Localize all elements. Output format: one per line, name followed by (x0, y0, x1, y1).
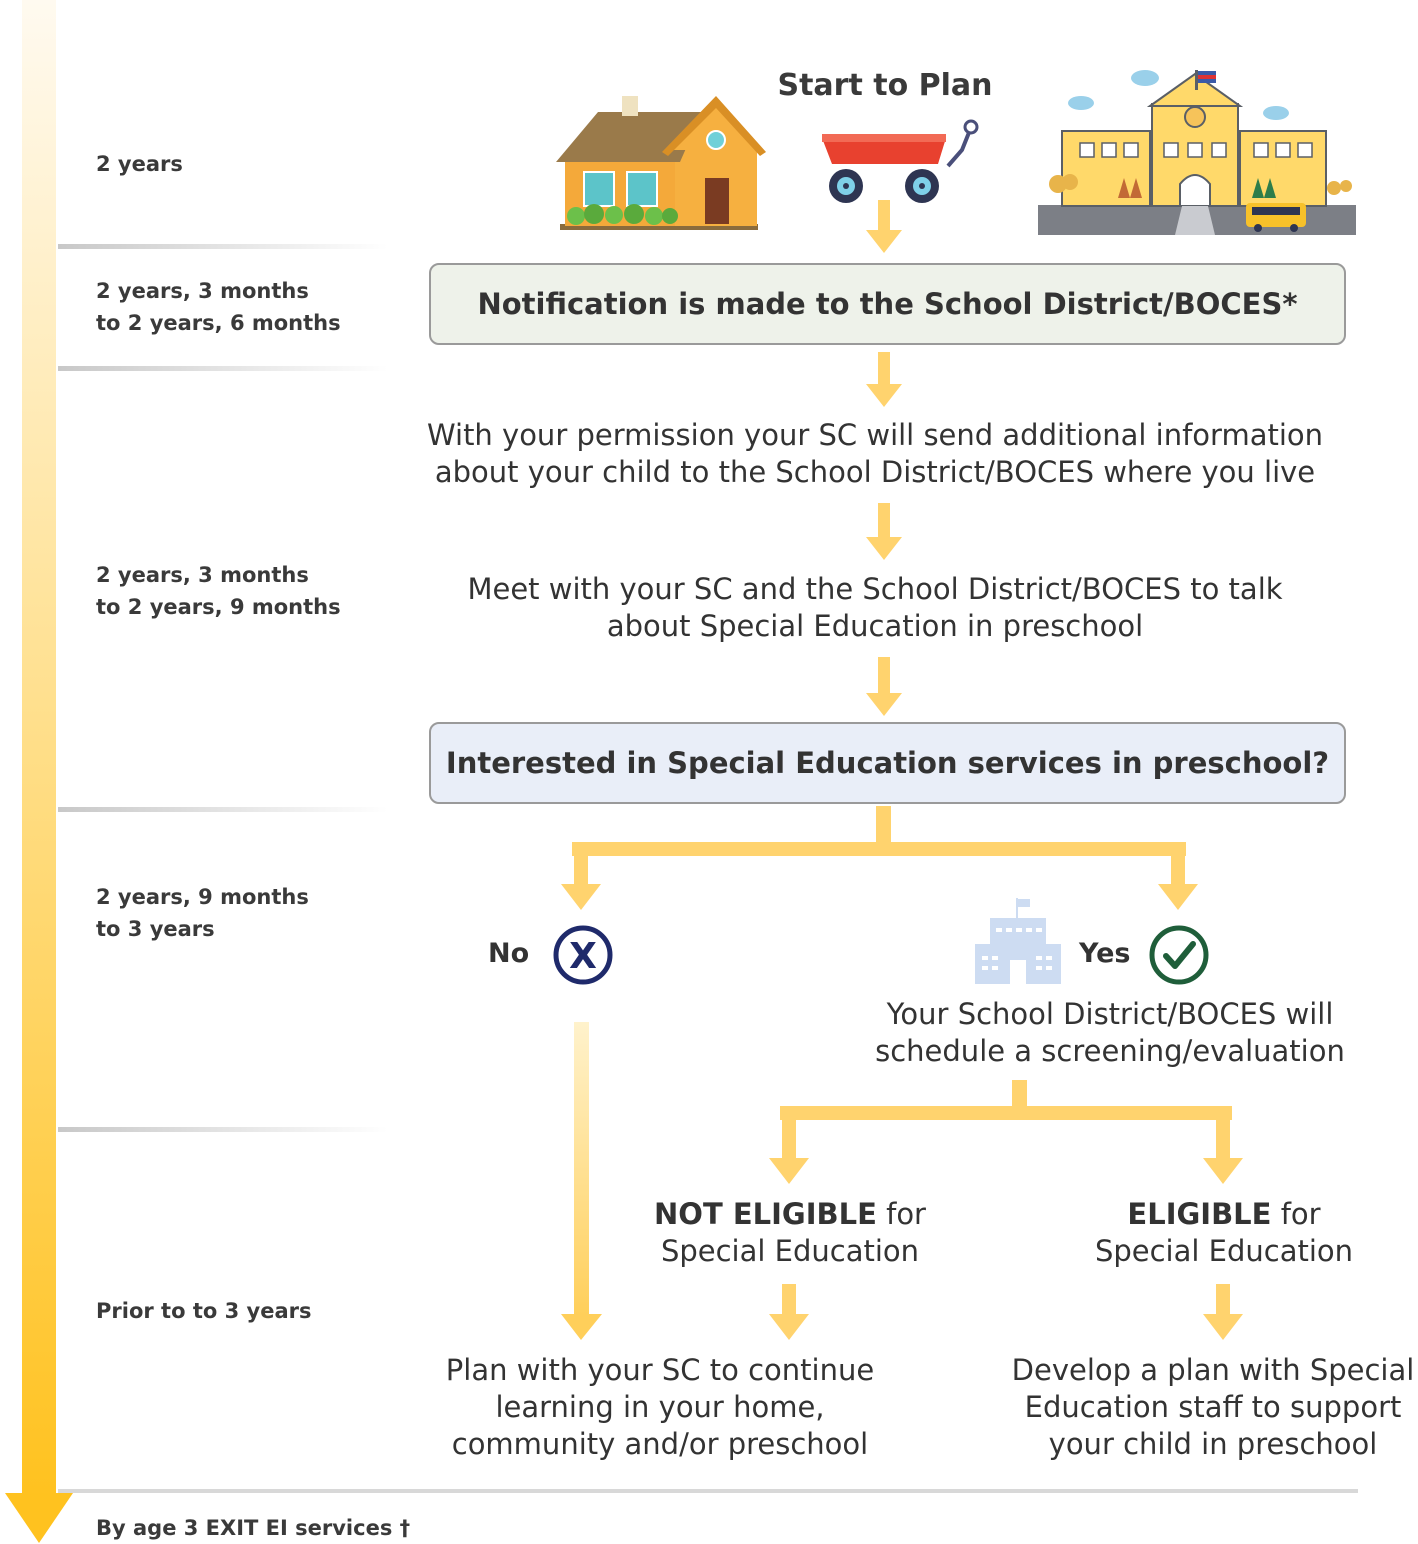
timeline-label-2-years: 2 years (96, 148, 183, 180)
continue-learning-line: learning in your home, (495, 1390, 825, 1424)
svg-text:X: X (569, 936, 597, 977)
not-eligible-bold: NOT ELIGIBLE (654, 1197, 877, 1231)
notification-text: Notification is made to the School Distr… (477, 287, 1298, 321)
yes-label: Yes (1079, 938, 1131, 969)
meet-line: about Special Education in preschool (606, 609, 1144, 643)
continue-learning-line: community and/or preschool (451, 1427, 869, 1461)
timeline-label-prior-3y: Prior to to 3 years (96, 1295, 311, 1327)
permission-line: about your child to the School District/… (434, 455, 1316, 489)
timeline-label-text: 2 years, 3 months (96, 563, 309, 587)
timeline-label-text: to 2 years, 9 months (96, 595, 341, 619)
permission-line: With your permission your SC will send a… (426, 418, 1324, 452)
eligible-line2: Special Education (1094, 1234, 1354, 1268)
no-label: No (488, 938, 530, 969)
continue-learning-line: Plan with your SC to continue (445, 1353, 875, 1387)
timeline-label-text: 2 years (96, 152, 183, 176)
timeline-label-2y9m-3y: 2 years, 9 months to 3 years (96, 881, 309, 945)
timeline-label-exit: By age 3 EXIT EI services † (96, 1512, 410, 1544)
meet-step: Meet with your SC and the School Distric… (380, 571, 1370, 645)
flow-connectors (561, 200, 1243, 1340)
check-circle-icon (1149, 925, 1209, 985)
timeline-label-text: 2 years, 3 months (96, 279, 309, 303)
eligible-bold: ELIGIBLE (1127, 1197, 1272, 1231)
school-icon (1038, 70, 1356, 235)
interested-question-text: Interested in Special Education services… (445, 746, 1330, 780)
screening-line: Your School District/BOCES will (886, 997, 1334, 1031)
timeline-label-2y3m-2y6m: 2 years, 3 months to 2 years, 6 months (96, 275, 341, 339)
timeline-separators (58, 244, 1358, 1493)
wagon-icon (822, 119, 979, 203)
not-eligible-outcome: NOT ELIGIBLE for Special Education (600, 1196, 980, 1270)
eligible-outcome: ELIGIBLE for Special Education (1034, 1196, 1414, 1270)
continue-learning-plan: Plan with your SC to continue learning i… (410, 1352, 910, 1463)
not-eligible-line2: Special Education (660, 1234, 920, 1268)
notification-box: Notification is made to the School Distr… (429, 263, 1346, 345)
no-path-arrow (561, 1022, 602, 1340)
house-icon (556, 96, 766, 230)
timeline-label-text: Prior to to 3 years (96, 1299, 312, 1323)
timeline-arrow (5, 0, 73, 1543)
timeline-label-text: to 3 years (96, 917, 215, 941)
screening-line: schedule a screening/evaluation (875, 1034, 1345, 1068)
special-ed-plan-line: Education staff to support (1024, 1390, 1402, 1424)
start-to-plan-heading: Start to Plan (777, 68, 993, 103)
not-eligible-for: for (876, 1197, 926, 1231)
special-ed-plan-line: your child in preschool (1048, 1427, 1378, 1461)
screening-step: Your School District/BOCES will schedule… (860, 996, 1360, 1070)
timeline-label-text: By age 3 EXIT EI services † (96, 1516, 411, 1540)
eligible-for: for (1271, 1197, 1321, 1231)
timeline-label-text: to 2 years, 6 months (96, 311, 341, 335)
permission-step: With your permission your SC will send a… (380, 417, 1370, 491)
interested-question-box: Interested in Special Education services… (429, 722, 1346, 804)
special-education-plan: Develop a plan with Special Education st… (1008, 1352, 1418, 1463)
meet-line: Meet with your SC and the School Distric… (467, 572, 1283, 606)
timeline-label-text: 2 years, 9 months (96, 885, 309, 909)
school-building-icon (975, 898, 1061, 984)
x-circle-icon: X (553, 925, 613, 985)
special-ed-plan-line: Develop a plan with Special (1011, 1353, 1415, 1387)
timeline-label-2y3m-2y9m: 2 years, 3 months to 2 years, 9 months (96, 559, 341, 623)
